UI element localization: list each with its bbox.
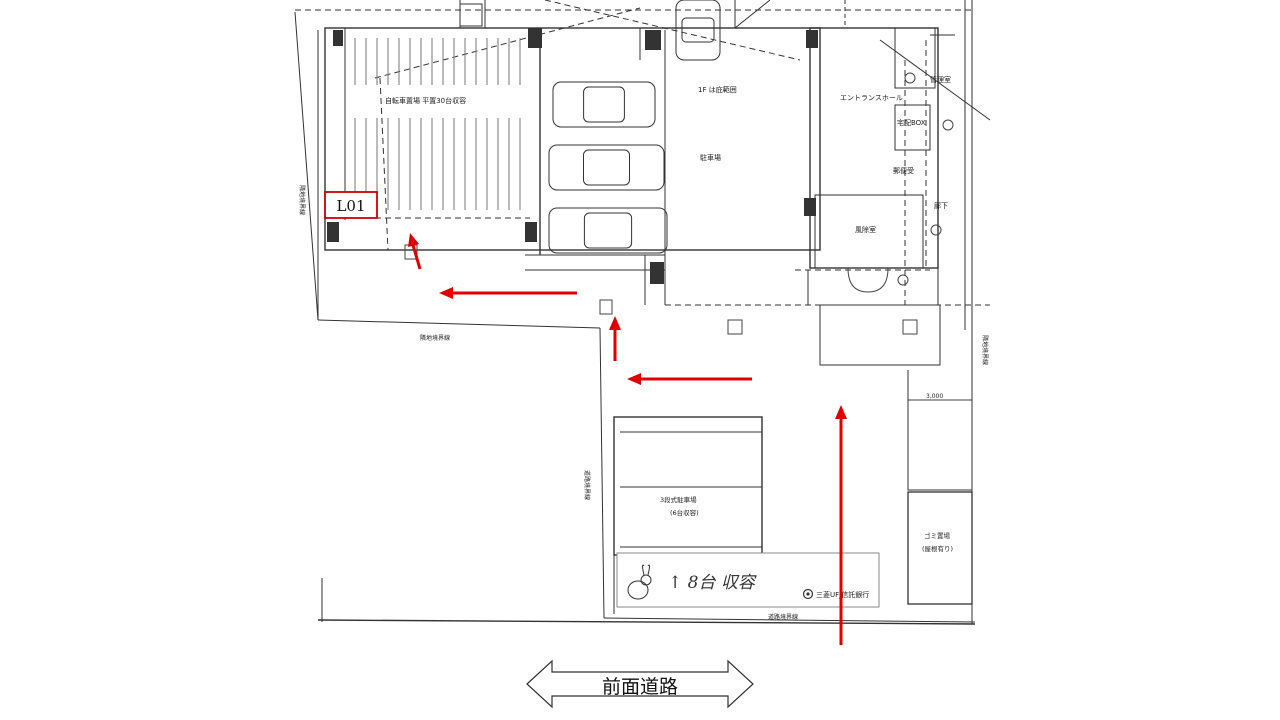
delivery-box-wall bbox=[894, 104, 931, 151]
column bbox=[459, 3, 483, 27]
mech-parking-box bbox=[613, 416, 763, 556]
flow-arrow-up-middle-head bbox=[609, 316, 621, 330]
bicycle-parking-label: 自転車置場 平置30台収容 bbox=[385, 96, 466, 105]
setback-line bbox=[379, 77, 389, 251]
flow-arrow-left-lower-head bbox=[627, 373, 641, 385]
column bbox=[525, 222, 537, 242]
marker-box bbox=[902, 319, 918, 335]
car-outline bbox=[552, 81, 656, 128]
boundary-line bbox=[294, 11, 319, 321]
column bbox=[804, 198, 816, 216]
marker-l01-box bbox=[324, 191, 378, 219]
wind-room-label: 風除室 bbox=[855, 225, 876, 234]
road-boundary-line bbox=[603, 617, 976, 623]
marker-circle bbox=[930, 224, 942, 236]
marker-l01-label: L01 bbox=[336, 197, 365, 215]
road-boundary-label: 道路境界線 bbox=[768, 613, 798, 621]
marker-box bbox=[599, 299, 613, 315]
building-wall bbox=[324, 27, 821, 251]
entrance-canopy bbox=[819, 304, 941, 366]
marker-circle bbox=[897, 274, 909, 286]
site-boundary-label: 隣地境界線 bbox=[420, 334, 450, 342]
flow-arrow-entry-head bbox=[835, 405, 847, 419]
car-outline bbox=[548, 207, 668, 254]
mech-capacity-label: (6台収容) bbox=[670, 508, 699, 517]
entrance-hall-label: エントランスホール bbox=[840, 94, 903, 102]
column bbox=[806, 30, 818, 48]
garbage-area-wall bbox=[907, 491, 973, 605]
dimension-label: 3,000 bbox=[926, 393, 943, 400]
wind-room-wall bbox=[814, 194, 924, 269]
diagonal-ref-line bbox=[544, 0, 801, 61]
car-outline bbox=[548, 144, 665, 191]
parking-lot-label: 駐車場 bbox=[700, 153, 721, 162]
front-road-double-arrow bbox=[526, 659, 754, 709]
mail-box-label: 郵便受 bbox=[893, 166, 914, 175]
parked-cars bbox=[548, 0, 721, 254]
site-boundary-label-right: 隣地境界線 bbox=[981, 335, 989, 365]
strip-box bbox=[907, 399, 973, 491]
column bbox=[650, 262, 664, 284]
marker-box bbox=[727, 319, 743, 335]
hallway-label: 廊下 bbox=[934, 201, 948, 210]
car-outline bbox=[675, 0, 721, 61]
marker-circle bbox=[942, 119, 954, 131]
diagonal-ref-line bbox=[879, 39, 991, 121]
label-strip bbox=[616, 552, 880, 608]
flow-arrow-to-bike-head bbox=[408, 233, 419, 247]
bank-logo-icon bbox=[802, 588, 814, 600]
site-boundary-line bbox=[599, 327, 605, 619]
bank-logo-dot bbox=[806, 592, 810, 596]
road-boundary-label-side: 道路境界線 bbox=[583, 470, 591, 500]
door-swing bbox=[847, 267, 889, 293]
mech-parking-label: 3段式駐車場 bbox=[660, 495, 697, 504]
column bbox=[528, 28, 542, 48]
delivery-box-label: 宅配BOX bbox=[897, 118, 926, 127]
diagonal-ref-line bbox=[374, 7, 641, 79]
column bbox=[333, 30, 343, 46]
column bbox=[645, 30, 661, 50]
plan-bottom-edge bbox=[317, 619, 976, 625]
handwritten-capacity-note: ↑ 8台 収容 bbox=[668, 573, 757, 593]
garbage-label: ゴミ置場 bbox=[924, 531, 951, 540]
grid-line bbox=[734, 0, 771, 29]
bicycle-stalls bbox=[354, 38, 521, 210]
flow-arrow-left-upper-head bbox=[439, 287, 453, 299]
garbage-sub-label: (屋根有り) bbox=[922, 544, 953, 553]
column bbox=[327, 222, 339, 242]
marker-circle bbox=[904, 72, 916, 84]
flow-arrow-to-bike bbox=[411, 244, 422, 270]
site-boundary-line bbox=[317, 319, 601, 329]
rabbit-logo-icon bbox=[627, 564, 652, 600]
manager-room-wall bbox=[894, 27, 936, 89]
front-road-label: 前面道路 bbox=[602, 676, 678, 698]
bank-label: 三菱UFJ信託銀行 bbox=[816, 590, 869, 599]
manager-room-label: 管理室 bbox=[930, 75, 951, 84]
canopy-note-label: 1F は庇範囲 bbox=[698, 85, 737, 94]
site-boundary-label-left: 隣地境界線 bbox=[298, 185, 306, 215]
